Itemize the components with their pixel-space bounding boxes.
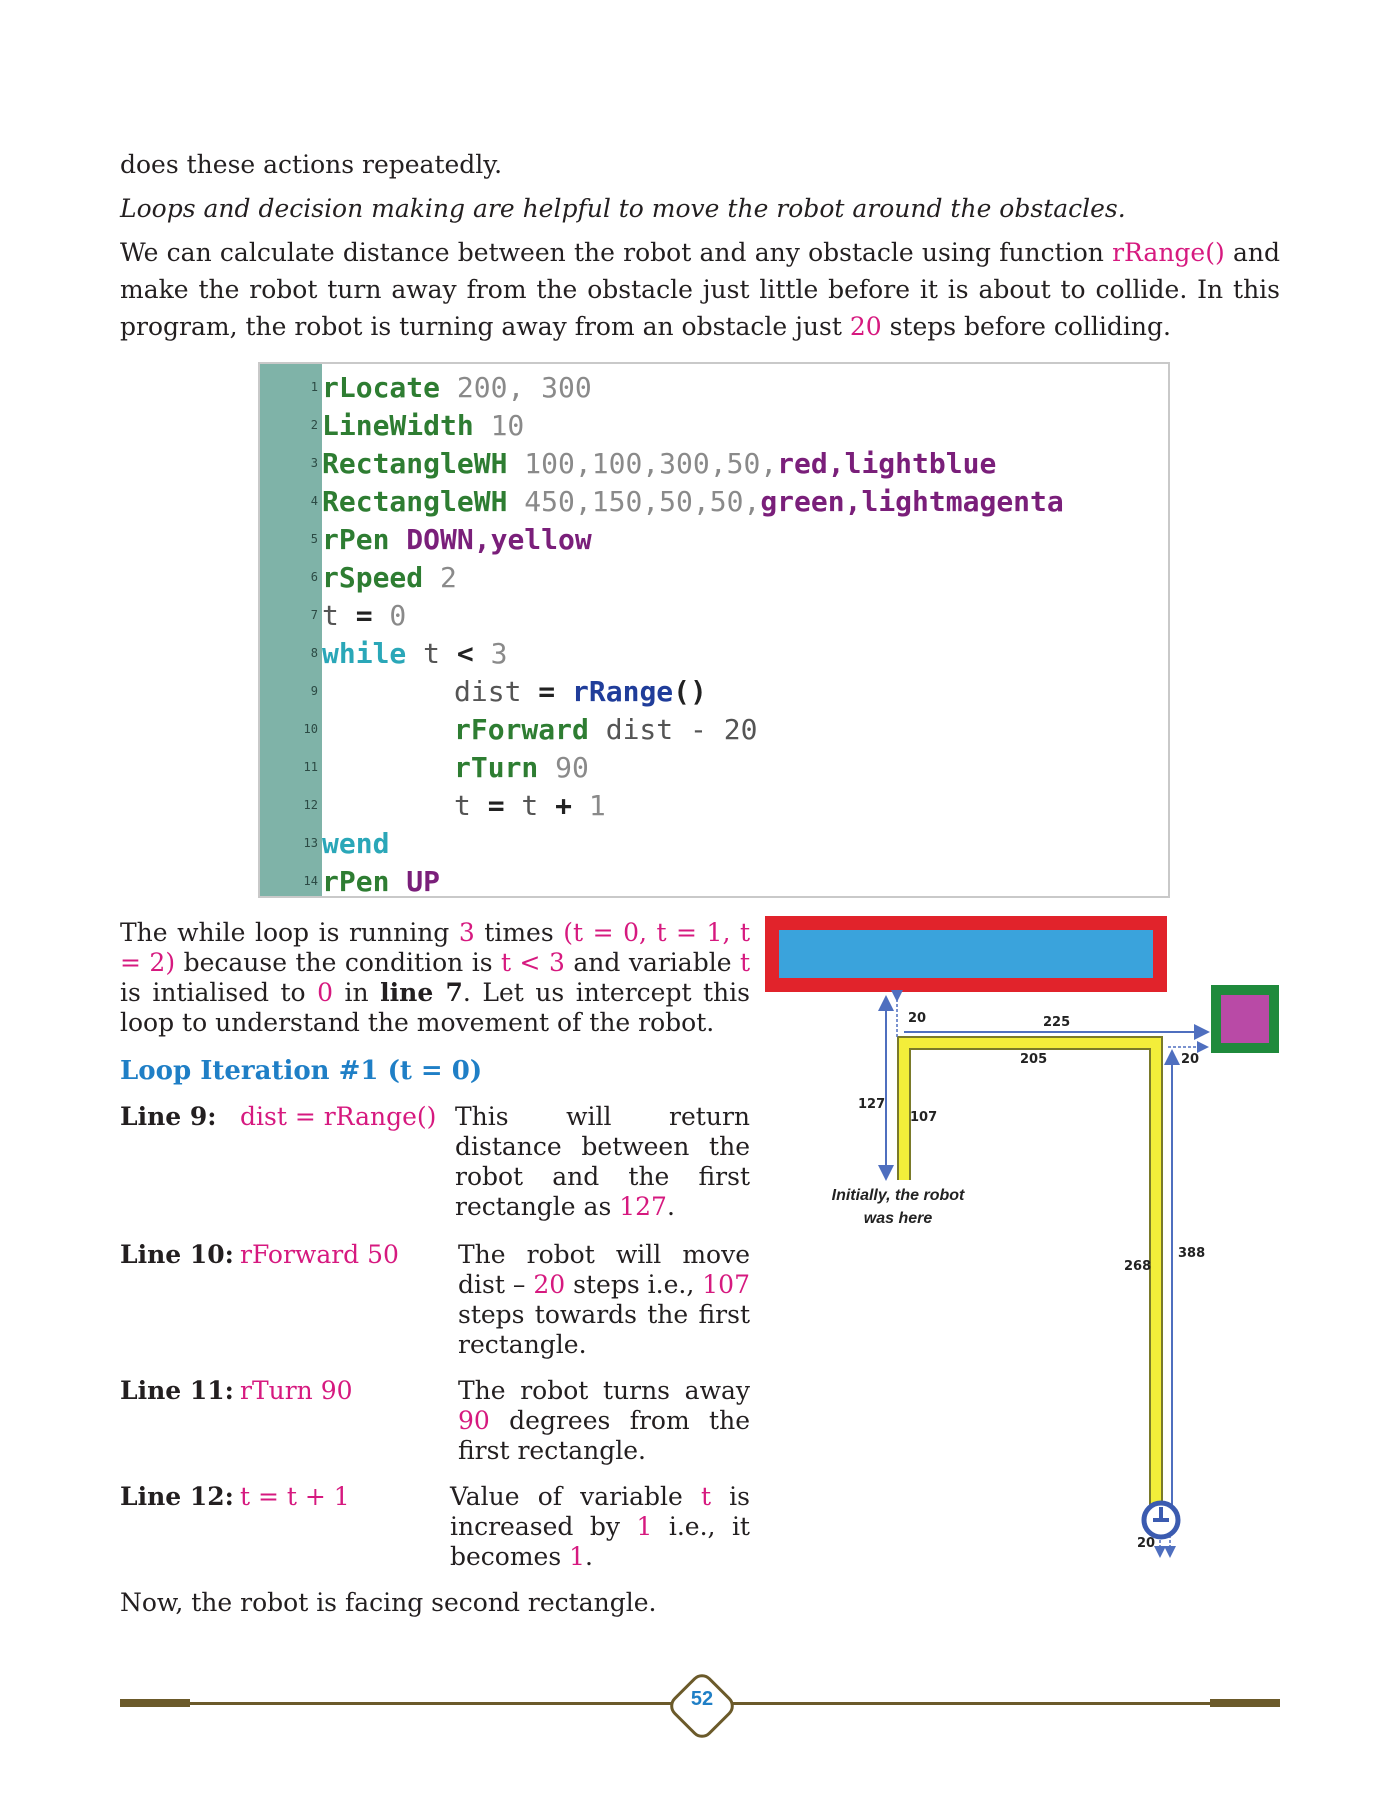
label-205: 205 — [1020, 1052, 1047, 1067]
row-label-line-11: Line 11: — [120, 1376, 234, 1405]
closing-sentence: Now, the robot is facing second rectangl… — [120, 1588, 657, 1617]
page-number: 52 — [690, 1688, 714, 1710]
robot-path-outline — [897, 1036, 1163, 1507]
caption-initial-line-1: Initially, the robot — [832, 1187, 965, 1204]
caption-initial-line-2: was here — [864, 1210, 933, 1227]
iteration-heading: Loop Iteration #1 (t = 0) — [120, 1056, 483, 1086]
intro-paragraph-3: We can calculate distance between the ro… — [120, 238, 1280, 341]
row-label-line-9: Line 9: — [120, 1102, 217, 1131]
row-code-line-12: t = t + 1 — [240, 1482, 350, 1511]
label-20-top: 20 — [908, 1011, 926, 1026]
first-rectangle — [765, 916, 1167, 992]
label-388: 388 — [1178, 1246, 1205, 1261]
robot-path-diagram: 20 225 205 20 127 107 268 388 20 Initial… — [765, 916, 1279, 1558]
second-rectangle — [1211, 985, 1279, 1053]
label-20-right: 20 — [1181, 1052, 1199, 1067]
label-225: 225 — [1043, 1015, 1070, 1030]
label-20-bottom: 20 — [1137, 1536, 1155, 1551]
intro-line-1: does these actions repeatedly. — [120, 150, 503, 179]
loop-explanation: The while loop is running 3 times (t = 0… — [120, 918, 751, 1037]
robot-icon — [1141, 1500, 1181, 1540]
intro-line-2: Loops and decision making are helpful to… — [120, 194, 1126, 223]
row-desc-line-12: Value of variable t is increased by 1 i.… — [450, 1482, 751, 1571]
row-desc-line-10: The robot will move dist – 20 steps i.e.… — [458, 1240, 750, 1359]
label-268: 268 — [1124, 1259, 1151, 1274]
row-desc-line-9: This will return distance between the ro… — [455, 1102, 750, 1221]
row-label-line-12: Line 12: — [120, 1482, 234, 1511]
label-107: 107 — [910, 1110, 937, 1125]
label-127: 127 — [858, 1097, 885, 1112]
footer-rule-right-cap — [1210, 1699, 1280, 1707]
row-code-line-9: dist = rRange() — [240, 1102, 437, 1131]
row-label-line-10: Line 10: — [120, 1240, 234, 1269]
row-code-line-11: rTurn 90 — [240, 1376, 353, 1405]
row-code-line-10: rForward 50 — [240, 1240, 399, 1269]
robot-path — [899, 1038, 1161, 1507]
line-number-gutter — [260, 364, 322, 896]
row-desc-line-11: The robot turns away 90 degrees from the… — [458, 1376, 750, 1465]
footer-rule-left-cap — [120, 1699, 190, 1707]
